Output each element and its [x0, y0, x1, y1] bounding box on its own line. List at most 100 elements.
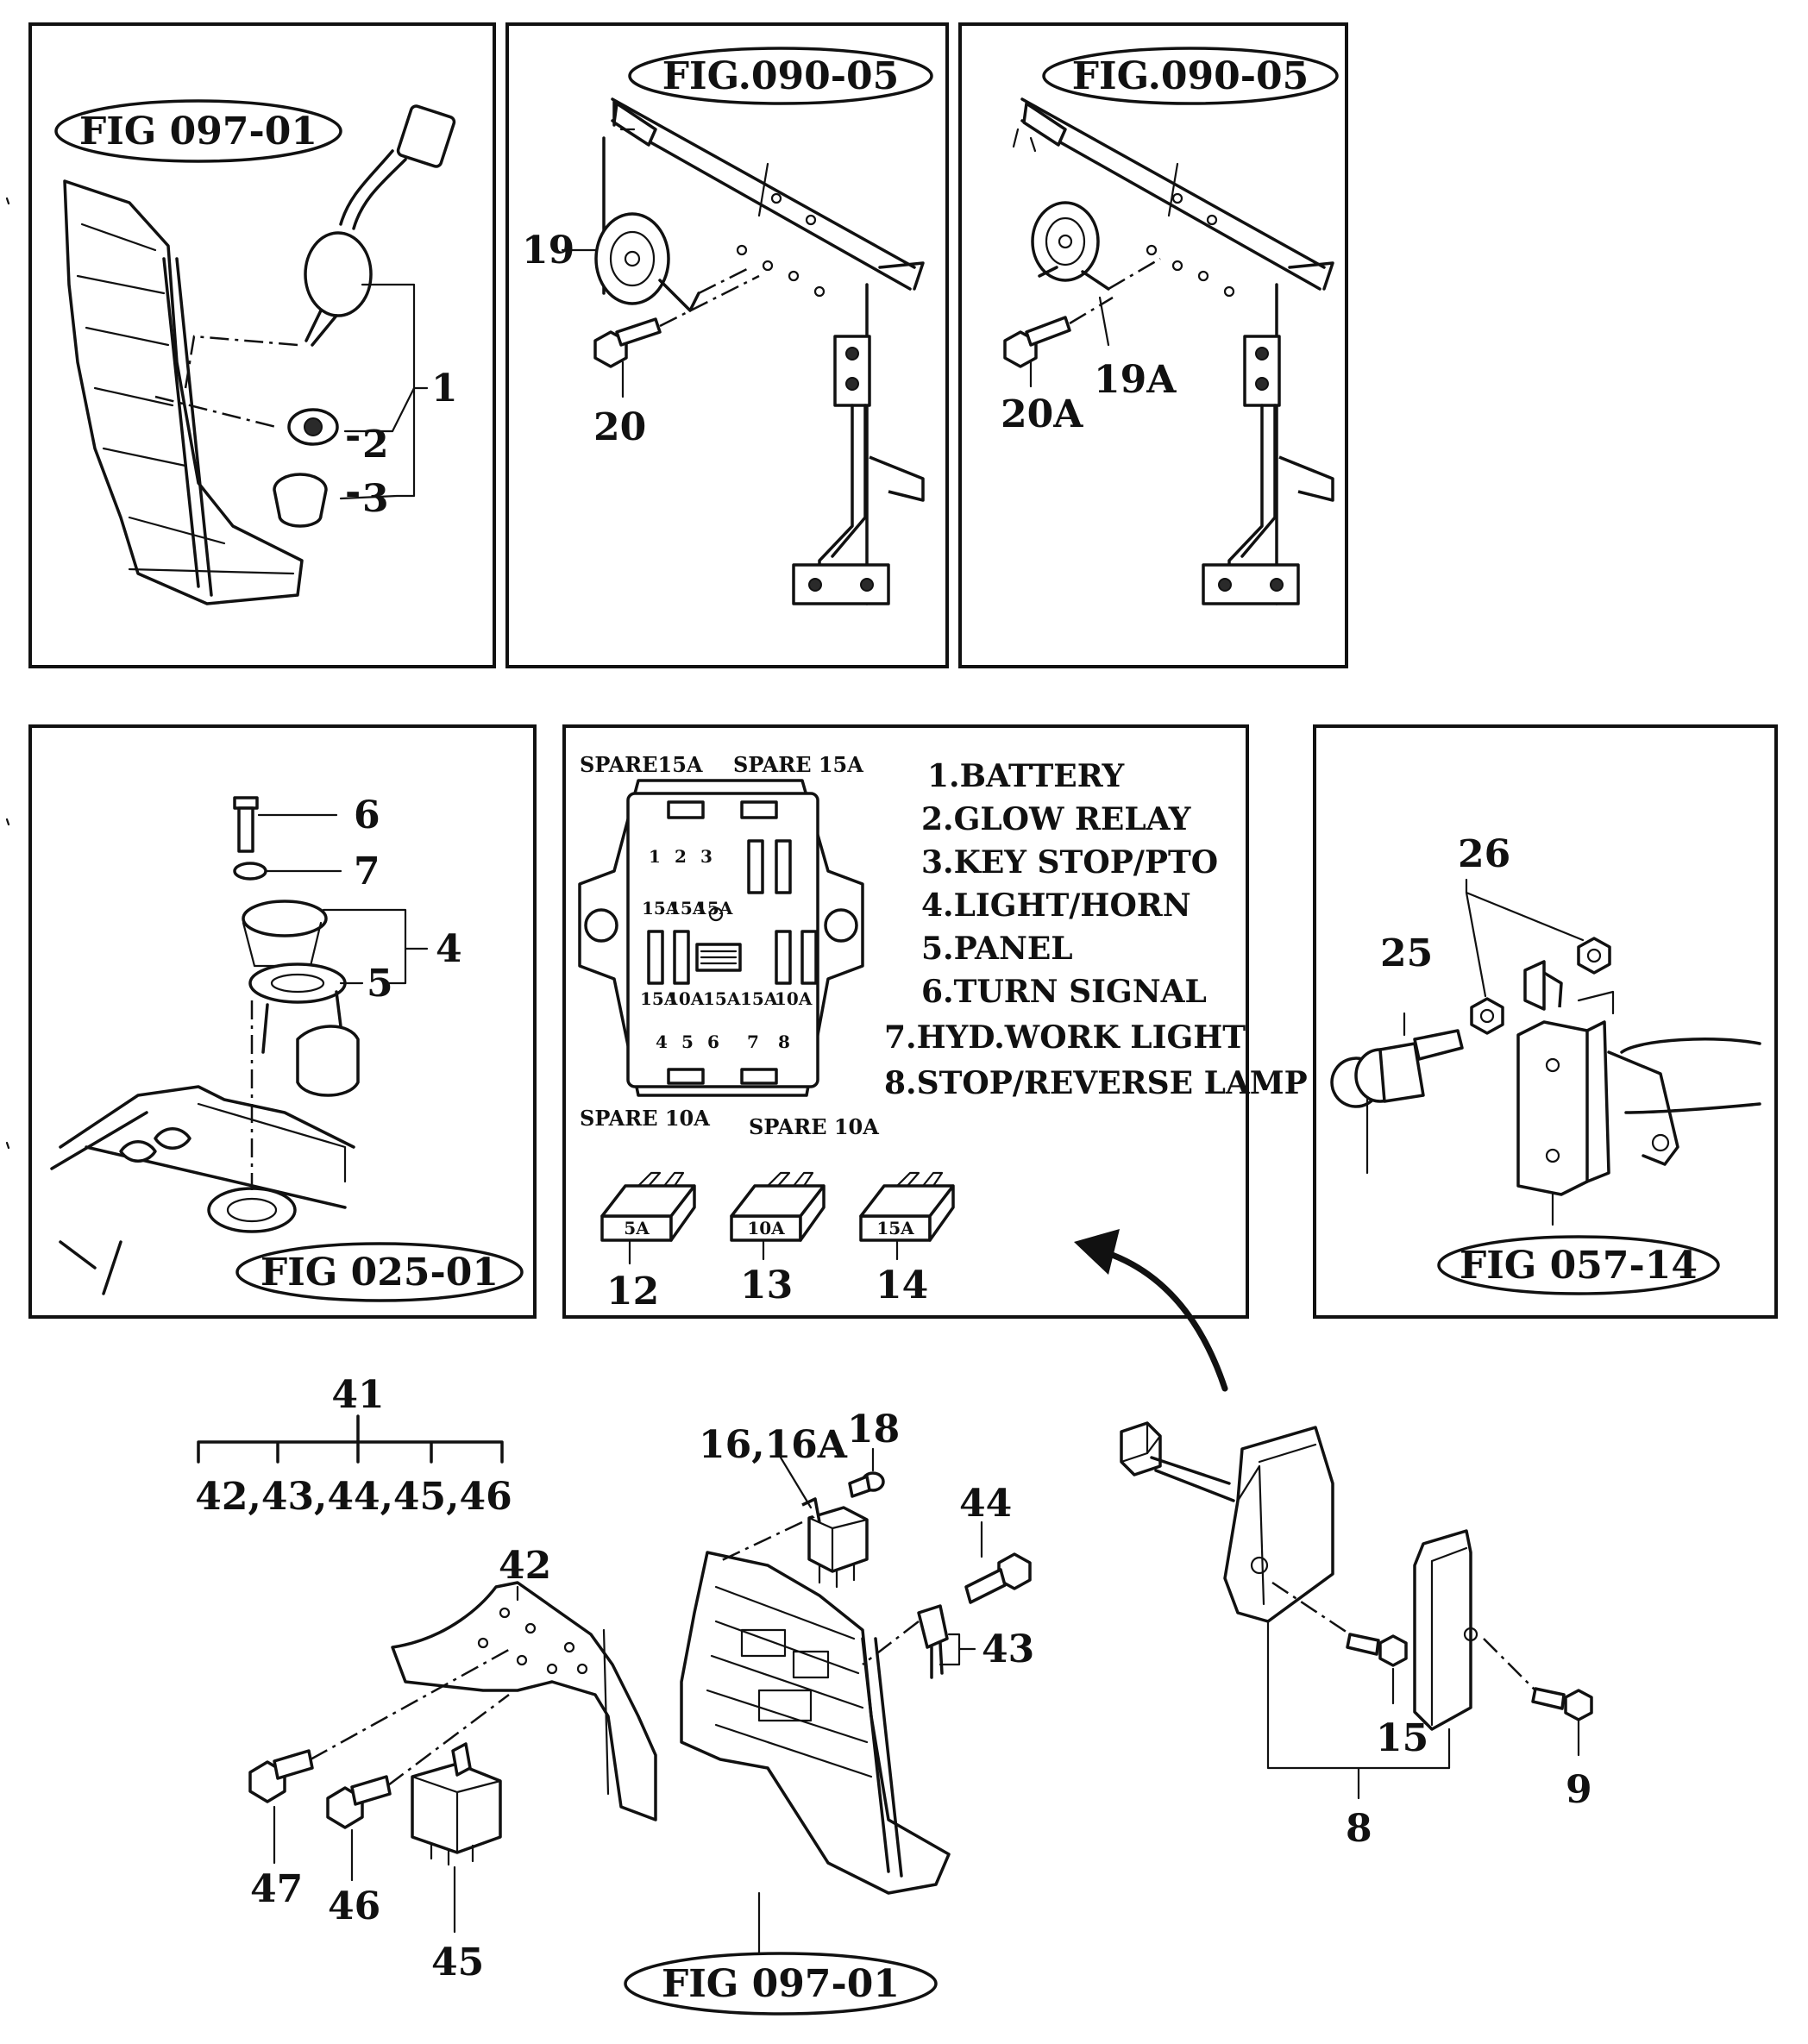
- callout-41-children: 42,43,44,45,46: [195, 1475, 512, 1519]
- horn-bracket-drawing: [602, 97, 925, 605]
- callout-2: 2: [362, 423, 389, 467]
- legend-item-5: 5.PANEL: [921, 931, 1073, 967]
- fuse-10a-label: 10A: [747, 1218, 785, 1238]
- callout-14: 14: [876, 1263, 928, 1307]
- tank-drawing: [50, 1085, 355, 1295]
- fuse-10a-drawing: 10A: [730, 1171, 826, 1242]
- callout-44: 44: [959, 1482, 1012, 1526]
- bracket-057-drawing: [1516, 960, 1761, 1196]
- horn-19-drawing: [594, 212, 700, 312]
- panel-horn-19a: 20A 19A FIG.090-05: [958, 22, 1348, 668]
- fuse-15a-drawing: 15A: [859, 1171, 955, 1242]
- fuse-slot-2: 2: [675, 846, 687, 867]
- callout-7: 7: [354, 850, 380, 893]
- spare-label-top-right: SPARE 15A: [733, 752, 863, 777]
- screw-18-drawing: [848, 1471, 885, 1498]
- callout-18: 18: [847, 1408, 900, 1451]
- fuse-slot-1: 1: [649, 846, 661, 867]
- nut-26-b: [1577, 937, 1611, 975]
- svg-text:FIG 057-14: FIG 057-14: [1460, 1244, 1698, 1288]
- fuse-slot-4: 4: [656, 1031, 668, 1052]
- svg-text:-: -: [345, 470, 361, 514]
- callout-46: 46: [328, 1884, 380, 1928]
- svg-text:FIG.090-05: FIG.090-05: [1072, 54, 1309, 98]
- bracket-42-drawing: [391, 1581, 657, 1821]
- fuse-rating-5: 10A: [667, 988, 705, 1009]
- spare-label-top-left: SPARE15A: [580, 752, 703, 777]
- fig-ref-097-01-bottom: FIG 097-01: [624, 1952, 938, 2016]
- bolt-20a-drawing: [1003, 316, 1071, 368]
- relay-45-drawing: [411, 1742, 502, 1866]
- fuse-legend: 1.BATTERY 2.GLOW RELAY 3.KEY STOP/PTO 4.…: [884, 758, 1308, 1101]
- panel-switch-25: 26 25 FIG 057-14: [1313, 724, 1778, 1319]
- panel-horn-19: 19 20 FIG.090-05: [505, 22, 949, 668]
- switch-25-drawing: [1330, 1029, 1464, 1175]
- bolt-20-drawing: [593, 317, 662, 368]
- nut-26-a: [1470, 997, 1504, 1035]
- callout-13: 13: [740, 1263, 793, 1307]
- legend-item-7: 7.HYD.WORK LIGHT: [884, 1019, 1246, 1056]
- spare-label-bottom-left: SPARE 10A: [580, 1106, 710, 1131]
- dashboard-frame-drawing: [63, 179, 304, 605]
- fuse-5a-drawing: 5A: [600, 1171, 696, 1242]
- fuse-rating-1: 15A: [642, 898, 680, 919]
- callout-6: 6: [354, 793, 380, 837]
- relay-16-drawing: [801, 1497, 869, 1589]
- callout-26: 26: [1458, 832, 1510, 876]
- fig-ref-090-05-a: FIG.090-05: [628, 47, 933, 105]
- panel-fuel-sender: 6 7 4 5 FIG 025-01: [28, 724, 537, 1319]
- fuse-box-drawing: [578, 779, 864, 1097]
- fuse-rating-3: 15A: [695, 898, 733, 919]
- fuse-5a-label: 5A: [624, 1218, 650, 1238]
- callout-3: 3: [362, 477, 389, 521]
- legend-item-3: 3.KEY STOP/PTO: [921, 844, 1218, 881]
- callout-20: 20: [593, 405, 646, 449]
- fig-ref-090-05-b: FIG.090-05: [1042, 47, 1339, 105]
- fuse-slot-5: 5: [681, 1031, 694, 1052]
- fuse-slot-7: 7: [747, 1031, 759, 1052]
- sender-unit-drawing: [233, 796, 360, 1097]
- callout-43: 43: [982, 1627, 1034, 1671]
- fuse-rating-6: 15A: [703, 988, 741, 1009]
- fuse-rating-4: 15A: [640, 988, 678, 1009]
- legend-item-2: 2.GLOW RELAY: [921, 801, 1192, 837]
- callout-8: 8: [1346, 1807, 1372, 1851]
- fuel-solenoid-drawing: [273, 104, 456, 528]
- flasher-unit-drawing: [1120, 1421, 1478, 1731]
- callout-1: 1: [431, 367, 458, 411]
- legend-item-1: 1.BATTERY: [927, 758, 1126, 794]
- fuse-15a-label: 15A: [876, 1218, 914, 1238]
- screw-15-drawing: [1346, 1633, 1408, 1667]
- callout-19a: 19A: [1094, 358, 1177, 402]
- svg-text:FIG.090-05: FIG.090-05: [662, 54, 899, 98]
- arrow-head-icon: [1074, 1229, 1120, 1275]
- callout-47: 47: [250, 1867, 303, 1911]
- legend-item-6: 6.TURN SIGNAL: [921, 974, 1207, 1010]
- fuse-rating-7: 15A: [740, 988, 778, 1009]
- bolt-46-drawing: [326, 1775, 392, 1829]
- fig-ref-025-01: FIG 025-01: [235, 1242, 524, 1302]
- horn-bracket-drawing-2: [1012, 97, 1334, 605]
- legend-item-8: 8.STOP/REVERSE LAMP: [884, 1065, 1308, 1101]
- callout-4: 4: [436, 927, 462, 971]
- switch-43-drawing: [917, 1604, 949, 1679]
- callout-9: 9: [1566, 1768, 1592, 1812]
- callout-19: 19: [522, 229, 574, 273]
- fuse-slot-3: 3: [700, 846, 713, 867]
- svg-text:FIG 097-01: FIG 097-01: [662, 1962, 900, 2006]
- fuse-rating-2: 15A: [669, 898, 706, 919]
- screw-9-drawing: [1531, 1687, 1593, 1721]
- callout-25: 25: [1380, 931, 1433, 975]
- fig-ref-057-14: FIG 057-14: [1437, 1235, 1720, 1295]
- callout-20a: 20A: [1001, 392, 1083, 436]
- panel-fuse-box: SPARE15A SPARE 15A 1 2 3 15A 15A 15A 15: [562, 724, 1308, 1319]
- horn-19a-drawing: [1031, 201, 1110, 291]
- callout-16: 16,16A: [699, 1423, 848, 1467]
- svg-text:-: -: [345, 414, 361, 458]
- callout-12: 12: [606, 1270, 659, 1314]
- fuse-slot-8: 8: [778, 1031, 790, 1052]
- panel-fuel-cutoff-solenoid: 1 2 3 - - FIG 097-01: [28, 22, 496, 668]
- callout-5: 5: [367, 962, 393, 1006]
- callout-41: 41: [331, 1373, 384, 1417]
